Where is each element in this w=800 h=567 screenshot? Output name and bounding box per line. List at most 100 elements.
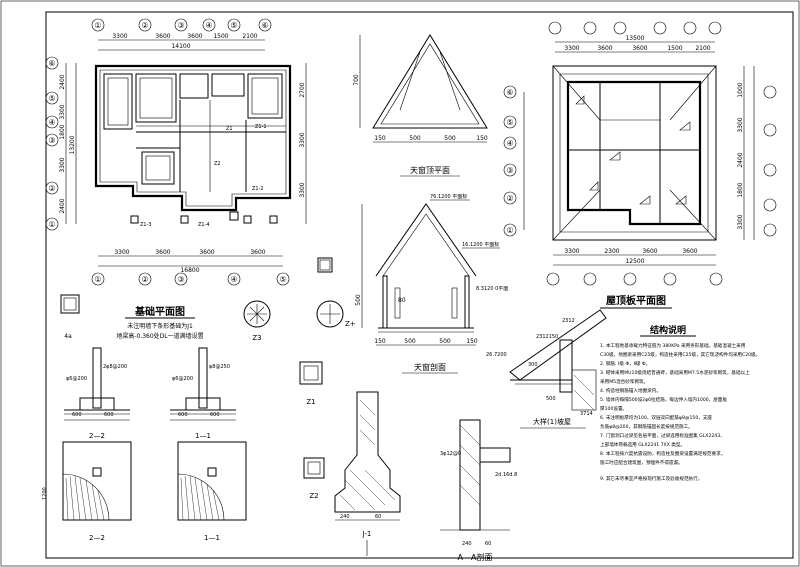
j1-plan-label: 1—1: [204, 534, 220, 542]
axis-label: ⑤: [279, 275, 286, 284]
axis-label: ④: [506, 139, 513, 148]
dim-text: 3600: [250, 249, 265, 256]
dim-text: 3714: [580, 411, 593, 417]
dim-text: 3φ12@0: [440, 451, 461, 457]
dim-text: 3300: [59, 157, 66, 172]
dim-total: 14100: [171, 43, 190, 50]
dim-text: 80: [398, 297, 406, 304]
dim-text: 240: [462, 541, 472, 547]
footing-sections: φ6@200 2φ8@200 600 600 2—2 φ6@200 φ8@250…: [64, 347, 236, 440]
rebar-label: φ6@200: [172, 376, 193, 382]
dim-text: 2700: [299, 82, 306, 97]
z1-label: Z1: [306, 398, 315, 406]
note-line: 3. 砌体采用MU10级烧结普通砖，基础采用M7.5水泥砂浆砌筑，基础以上: [600, 369, 750, 376]
axis-label: ②: [141, 21, 148, 30]
dim-text: 600: [178, 412, 188, 418]
section-2-label: 2—2: [89, 432, 105, 440]
dim-text: 3600: [155, 249, 170, 256]
axis-label: ②: [48, 184, 55, 193]
note-line: 8. 本工程按六度抗震设防，构造柱及圈梁设置满足规范要求，: [600, 450, 725, 457]
rebar-label: 2φ8@200: [103, 364, 127, 370]
dim-text: 500: [355, 294, 362, 306]
dim-text: 2400: [737, 152, 744, 167]
dim-text: 500: [546, 396, 556, 402]
dim-text: 240: [340, 514, 350, 520]
note-line: 4. 构造柱钢筋锚入地圈梁内。: [600, 387, 661, 394]
foundation-note: 地梁高-0.360处DL一道满墙设置: [116, 332, 203, 340]
dim-text: 150: [374, 135, 386, 142]
elevation-label: 26.7200: [486, 352, 507, 358]
dim-text: 3300: [737, 117, 744, 132]
dormer-section-title: 天窗剖面: [414, 362, 446, 372]
dim-text: 3300: [299, 132, 306, 147]
dim-text: 3300: [564, 248, 579, 255]
rebar-label: φ6@200: [66, 376, 87, 382]
strip-footing-j1: 240 60 J-1: [334, 391, 401, 556]
axis-label: ⑥: [48, 59, 55, 68]
j1-label: J-1: [362, 530, 372, 538]
dim-text: 3300: [564, 45, 579, 52]
dim-text: 2400: [59, 74, 66, 89]
axis-label: ②: [141, 275, 148, 284]
dim-text: 2300: [604, 248, 619, 255]
dim-text: 1200: [42, 487, 48, 500]
dim-text: 600: [72, 412, 82, 418]
dim-total: 16800: [180, 267, 199, 274]
title-frame: [45, 11, 794, 559]
dim-text: 3600: [682, 248, 697, 255]
column-label: Z1-4: [198, 222, 210, 228]
column-label: Z1-2: [252, 186, 264, 192]
j2-plan-label: 2—2: [89, 534, 105, 542]
z2-label: Z2: [309, 492, 318, 500]
rebar-label: φ8@250: [209, 364, 230, 370]
dim-text: 300: [528, 362, 538, 368]
foundation-note: 未注明墙下条形基础为J1: [127, 322, 193, 330]
dim-text: 3600: [155, 33, 170, 40]
dim-text: 1500: [213, 33, 228, 40]
axis-label: ⑤: [48, 94, 55, 103]
dim-text: 700: [353, 74, 360, 86]
dim-total: 12500: [625, 258, 644, 265]
axis-label: ②: [506, 194, 513, 203]
dim-text: 1500: [667, 45, 682, 52]
dim-text: 2312150: [536, 334, 558, 340]
dim-text: 3600: [597, 45, 612, 52]
section-1-label: 1—1: [195, 432, 211, 440]
z3-label: Z3: [252, 334, 261, 342]
detail-label: 4a: [64, 333, 72, 340]
dim-text: 3300: [737, 214, 744, 229]
dim-text: 60: [485, 541, 491, 547]
z-plus-label: Z+: [345, 320, 356, 328]
note-line: 1. 本工程地基承载力特征值为 380KPa 采用条形基础。基础混凝土采用: [600, 342, 746, 349]
dim-text: 150: [476, 135, 488, 142]
axis-label: ①: [94, 21, 101, 30]
foundation-plan-title: 基础平面图: [134, 305, 185, 318]
dim-text: 3300: [59, 104, 66, 119]
eave-detail-label: 大样(1)坡屋: [533, 417, 571, 426]
axis-label: ①: [506, 226, 513, 235]
footing-plans: 2—2 1—1 1200: [42, 441, 247, 542]
note-line: 2. 钢筋: Ⅰ级 Φ，Ⅱ级 Φ。: [600, 360, 650, 367]
dim-text: 3600: [199, 249, 214, 256]
dim-text: 2312: [562, 318, 575, 324]
note-line: 厚100设置。: [600, 405, 627, 412]
dim-text: 1800: [59, 124, 66, 139]
elevation-label: 8.3120 0平面: [476, 286, 508, 292]
column-details: 4a Z3 Z+ Z1 Z2: [60, 257, 356, 500]
note-line: 负筋φ8@200，其钢筋锚固长度按规范施工。: [600, 423, 693, 430]
foundation-bottom-axes: ① ② ③ ④ ⑤: [91, 272, 290, 286]
axis-label: ③: [177, 21, 184, 30]
dim-text: 3300: [112, 33, 127, 40]
axis-label: ⑥: [506, 88, 513, 97]
axis-label: ④: [230, 275, 237, 284]
foundation-top-axes: ① ② ③ ④ ⑤ ⑥: [91, 18, 272, 32]
dim-text: 500: [409, 135, 421, 142]
dormer-plan-title: 天窗顶平面: [410, 165, 450, 175]
eave-detail: 2312 300 500 3714 2312150 大样(1)坡屋: [509, 309, 607, 429]
note-line: 上部墙体荷载选用 GLX2241 7XX 类型。: [600, 441, 685, 448]
axis-label: ③: [177, 275, 184, 284]
dormer-section: 500 80 150 500 500 150 天窗剖面 76.1200 平面标 …: [355, 193, 508, 374]
elevation-label: 16.1200 平面标: [462, 241, 499, 248]
